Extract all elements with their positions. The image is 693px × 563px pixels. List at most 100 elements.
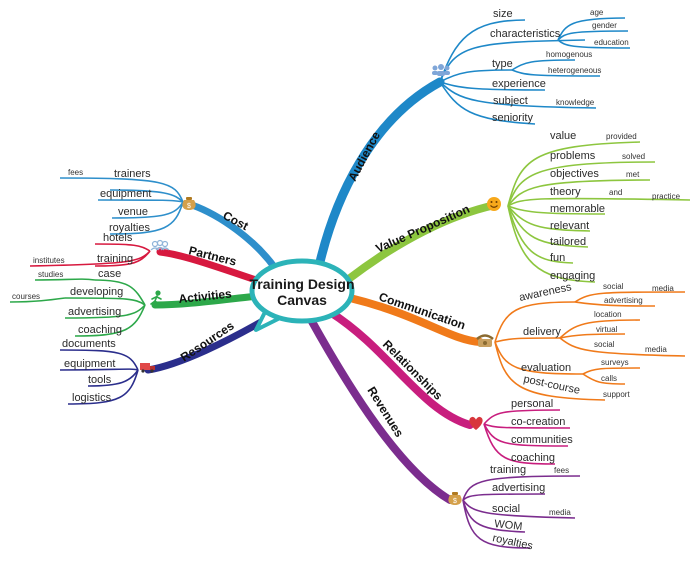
audience-item[interactable]: knowledge xyxy=(556,98,595,107)
communication-item[interactable]: support xyxy=(603,390,630,399)
value-main-branch xyxy=(346,201,499,282)
value-item[interactable]: practice xyxy=(652,192,681,201)
communication-item[interactable]: awareness xyxy=(518,281,573,304)
partners-item[interactable]: training xyxy=(97,253,133,265)
communication-item[interactable]: surveys xyxy=(601,358,629,367)
resources-item[interactable]: logistics xyxy=(72,392,112,404)
communication-sub-branches xyxy=(494,291,686,401)
communication-item[interactable]: social xyxy=(594,340,615,349)
value-item[interactable]: met xyxy=(626,170,640,179)
audience-item[interactable]: heterogeneous xyxy=(548,66,601,75)
communication-item[interactable]: evaluation xyxy=(521,362,571,374)
relationships-label[interactable]: Relationships xyxy=(380,337,446,403)
revenues-item[interactable]: media xyxy=(549,508,571,517)
value-item[interactable]: memorable xyxy=(550,203,605,215)
resources-main-branch xyxy=(144,314,272,374)
revenues-item[interactable]: fees xyxy=(554,466,569,475)
activities-item[interactable]: case xyxy=(98,268,121,280)
main-branches xyxy=(144,77,499,504)
activities-sub-branches xyxy=(9,278,146,337)
activities-item[interactable]: coaching xyxy=(78,324,122,336)
value-item[interactable]: relevant xyxy=(550,220,589,232)
audience-item[interactable]: characteristics xyxy=(490,28,561,40)
value-item[interactable]: fun xyxy=(550,252,565,264)
communication-item[interactable]: advertising xyxy=(604,296,643,305)
center-title-line1: Training Design xyxy=(249,276,354,292)
group-icon xyxy=(150,239,170,251)
relationships-item[interactable]: communities xyxy=(511,434,573,446)
center-bubble xyxy=(249,258,355,324)
revenues-item[interactable]: social xyxy=(492,503,520,515)
revenues-item[interactable]: WOM xyxy=(494,518,523,533)
revenues-item[interactable]: advertising xyxy=(492,482,545,494)
activities-label[interactable]: Activities xyxy=(178,286,233,306)
value-item[interactable]: and xyxy=(609,188,622,197)
runner-icon xyxy=(150,290,162,305)
value-item[interactable]: theory xyxy=(550,186,581,198)
communication-item[interactable]: media xyxy=(645,345,667,354)
value-item[interactable]: solved xyxy=(622,152,645,161)
communication-item[interactable]: location xyxy=(594,310,622,319)
revenues-item[interactable]: training xyxy=(490,464,526,476)
cost-sub-branches xyxy=(59,177,184,235)
telephone-icon xyxy=(476,334,494,347)
audience-item[interactable]: size xyxy=(493,8,513,20)
communication-item[interactable]: social xyxy=(603,282,624,291)
value-proposition-label[interactable]: Value Proposition xyxy=(374,202,472,256)
audience-item[interactable]: age xyxy=(590,8,604,17)
activities-item[interactable]: studies xyxy=(38,270,63,279)
activities-item[interactable]: developing xyxy=(70,286,123,298)
revenues-item[interactable]: royalties xyxy=(491,532,534,552)
value-item[interactable]: objectives xyxy=(550,168,599,180)
cost-item[interactable]: trainers xyxy=(114,168,151,180)
resources-item[interactable]: equipment xyxy=(64,358,115,370)
audience-label[interactable]: Audience xyxy=(345,129,383,184)
money-bag-icon: $ xyxy=(182,197,196,210)
people-icon xyxy=(432,64,450,76)
partners-item[interactable]: hotels xyxy=(103,232,133,244)
cost-main-branch xyxy=(188,201,279,272)
resources-item[interactable]: tools xyxy=(88,374,112,386)
activities-item[interactable]: advertising xyxy=(68,306,121,318)
communication-item[interactable]: post-course xyxy=(522,373,581,397)
audience-item[interactable]: homogenous xyxy=(546,50,592,59)
communication-item[interactable]: calls xyxy=(601,374,617,383)
audience-item[interactable]: seniority xyxy=(492,112,533,124)
audience-item[interactable]: type xyxy=(492,58,513,70)
communication-item[interactable]: media xyxy=(652,284,674,293)
audience-item[interactable]: education xyxy=(594,38,629,47)
value-item[interactable]: provided xyxy=(606,132,637,141)
relationships-item[interactable]: personal xyxy=(511,398,553,410)
relationships-item[interactable]: co-creation xyxy=(511,416,565,428)
value-sub-branches xyxy=(507,141,691,283)
activities-main-branch xyxy=(151,292,262,309)
audience-sub-branches xyxy=(439,17,631,125)
communication-item[interactable]: virtual xyxy=(596,325,618,334)
truck-icon xyxy=(140,363,155,373)
audience-item[interactable]: subject xyxy=(493,95,528,107)
audience-item[interactable]: experience xyxy=(492,78,546,90)
svg-text:$: $ xyxy=(187,203,191,210)
svg-text:$: $ xyxy=(453,498,457,505)
revenues-sub-branches xyxy=(462,475,581,549)
partners-item[interactable]: institutes xyxy=(33,256,65,265)
relationships-main-branch xyxy=(326,308,474,429)
value-item[interactable]: tailored xyxy=(550,236,586,248)
center-topic[interactable]: Training Design Canvas xyxy=(249,258,355,332)
communication-item[interactable]: delivery xyxy=(523,326,561,338)
activities-item[interactable]: courses xyxy=(12,292,40,301)
resources-item[interactable]: documents xyxy=(62,338,116,350)
value-item[interactable]: problems xyxy=(550,150,596,162)
partners-main-branch xyxy=(156,248,266,286)
communication-main-branch xyxy=(346,294,484,346)
value-item[interactable]: value xyxy=(550,130,576,142)
cost-item[interactable]: fees xyxy=(68,168,83,177)
audience-main-branch xyxy=(315,77,445,267)
value-item[interactable]: engaging xyxy=(550,270,595,282)
audience-item[interactable]: gender xyxy=(592,21,617,30)
cost-item[interactable]: royalties xyxy=(109,222,150,234)
cost-item[interactable]: venue xyxy=(118,206,148,218)
relationships-item[interactable]: coaching xyxy=(511,452,555,464)
cost-item[interactable]: equipment xyxy=(100,188,151,200)
